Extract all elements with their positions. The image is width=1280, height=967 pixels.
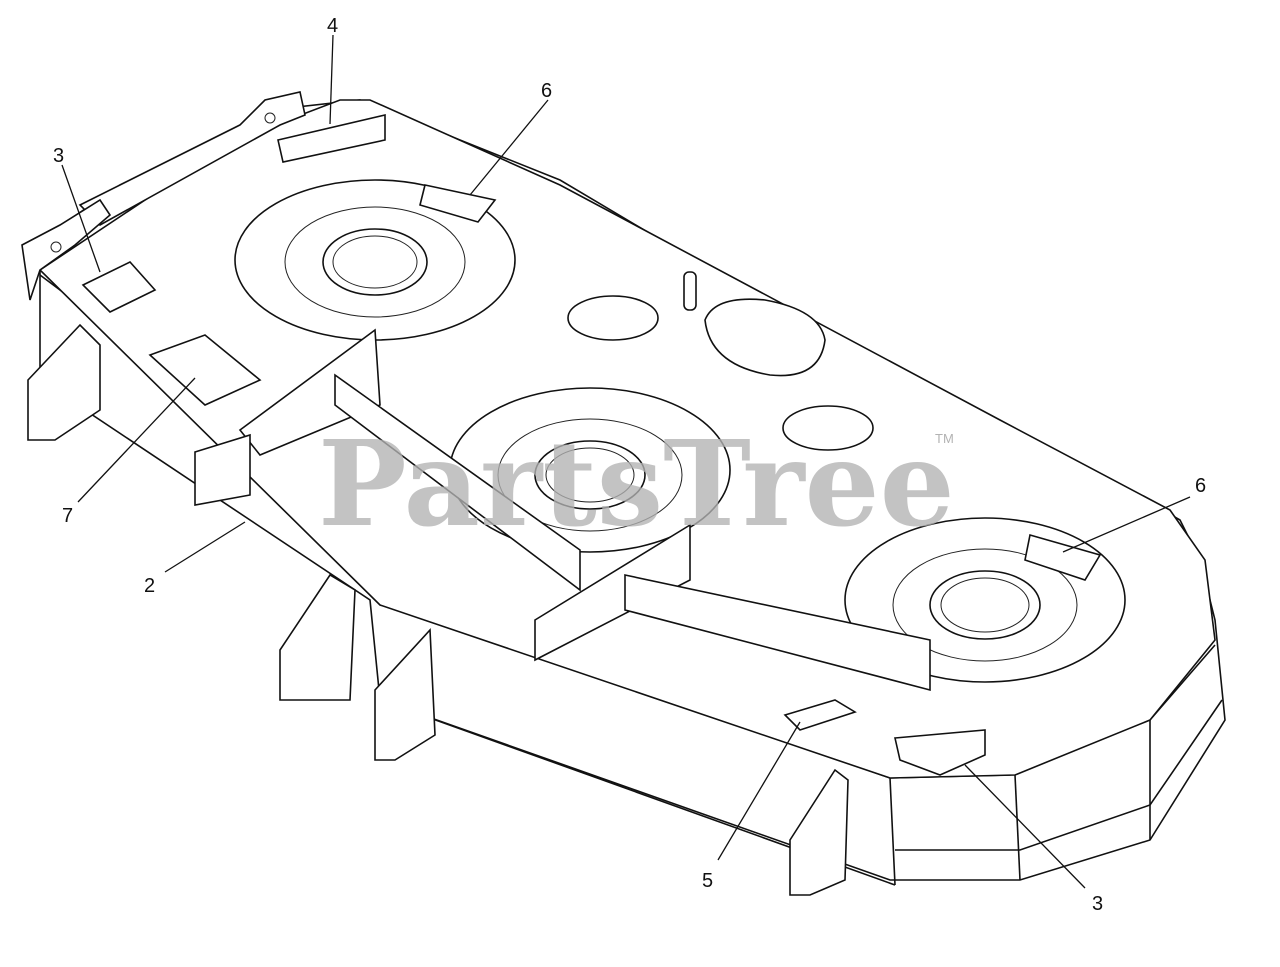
deck-plates bbox=[567, 271, 874, 451]
leader-6a bbox=[469, 99, 549, 196]
callout-7: 7 bbox=[62, 505, 73, 527]
callout-3-left: 3 bbox=[53, 145, 64, 167]
leader-3a bbox=[61, 164, 101, 273]
leader-4 bbox=[329, 34, 334, 125]
front-brackets bbox=[27, 323, 849, 896]
callout-3-bottom: 3 bbox=[1092, 893, 1103, 915]
watermark-logo: PartsTree TM bbox=[318, 414, 955, 553]
leader-3b bbox=[964, 764, 1086, 889]
leader-lines bbox=[61, 34, 1191, 889]
decal-icon bbox=[81, 113, 1102, 776]
callout-labels: 4 6 3 7 2 6 5 3 bbox=[53, 15, 1206, 915]
leader-6b bbox=[1062, 496, 1191, 553]
watermark-trademark: TM bbox=[935, 431, 954, 446]
leader-7 bbox=[77, 377, 196, 503]
callout-4: 4 bbox=[327, 15, 338, 37]
callout-5: 5 bbox=[702, 870, 713, 892]
callout-6-top: 6 bbox=[541, 80, 552, 102]
watermark-text: PartsTree bbox=[318, 414, 955, 553]
callout-6-right: 6 bbox=[1195, 475, 1206, 497]
leader-2 bbox=[164, 521, 246, 573]
left-bracket bbox=[21, 91, 306, 301]
leader-5 bbox=[717, 721, 801, 861]
baffles bbox=[238, 328, 931, 692]
callout-2: 2 bbox=[144, 575, 155, 597]
